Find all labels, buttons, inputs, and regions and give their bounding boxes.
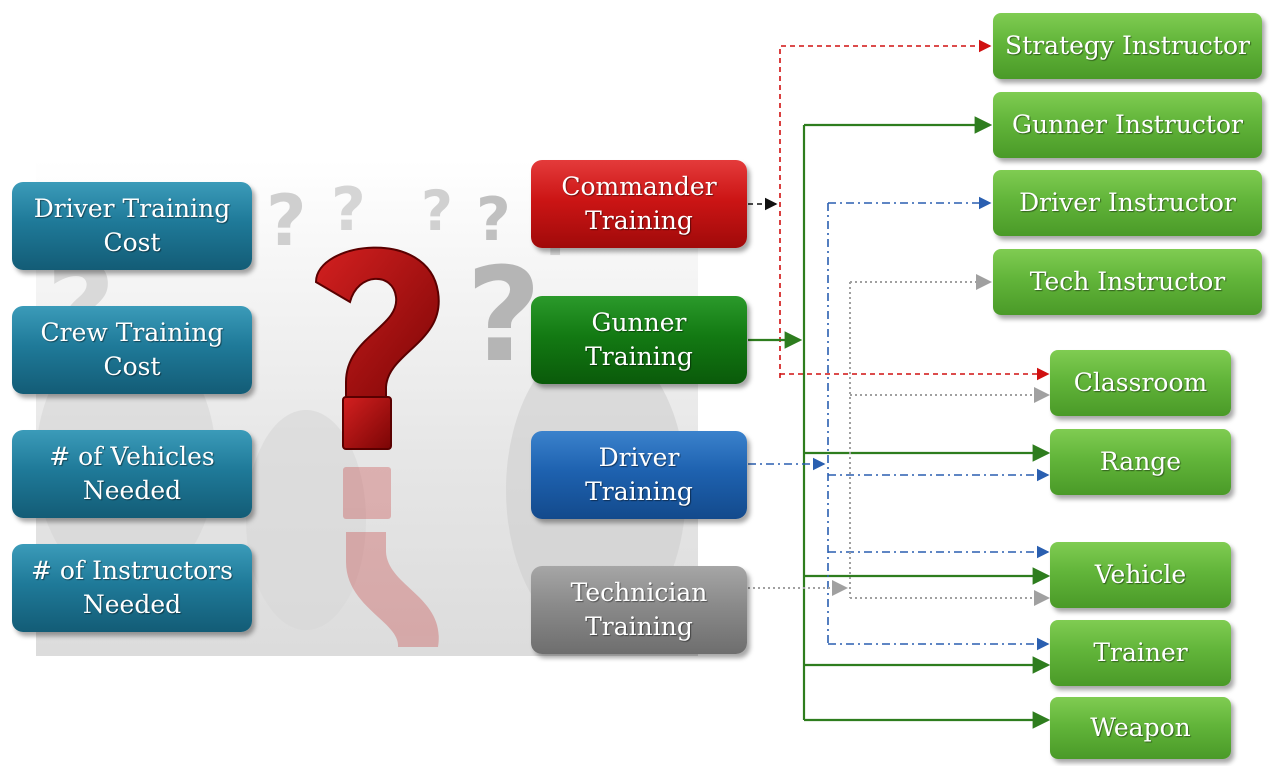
cost-box-instructors-needed: # of Instructors Needed [12, 544, 252, 632]
resource-weapon: Weapon [1050, 697, 1231, 759]
technician-training-box: Technician Training [531, 566, 747, 654]
training-box-line2: Training [585, 612, 693, 641]
resource-label: Gunner Instructor [1012, 110, 1243, 139]
resource-classroom: Classroom [1050, 350, 1231, 416]
cost-box-line1: Driver Training [33, 194, 231, 223]
resource-label: Tech Instructor [1029, 267, 1226, 296]
commander-to-strategy-line [779, 39, 992, 378]
cost-box-crew-training: Crew Training Cost [12, 306, 252, 394]
training-box-line2: Training [585, 342, 693, 371]
cost-box-line2: Cost [103, 352, 161, 381]
resource-strategy-instructor: Strategy Instructor [993, 13, 1262, 79]
cost-box-driver-training: Driver Training Cost [12, 182, 252, 270]
training-box-line2: Training [585, 206, 693, 235]
cost-box-line2: Cost [103, 228, 161, 257]
svg-text:?: ? [331, 175, 366, 245]
commander-training-box: Commander Training [531, 160, 747, 248]
cost-box-line2: Needed [82, 590, 182, 619]
cost-box-line2: Needed [82, 476, 182, 505]
cost-box-line1: # of Instructors [31, 556, 233, 585]
cost-box-vehicles-needed: # of Vehicles Needed [12, 430, 252, 518]
svg-text:?: ? [476, 185, 511, 255]
svg-text:?: ? [466, 239, 541, 391]
resource-label: Weapon [1090, 713, 1191, 742]
resource-tech-instructor: Tech Instructor [993, 249, 1262, 315]
resource-label: Driver Instructor [1019, 188, 1236, 217]
resource-label: Classroom [1073, 368, 1208, 397]
resource-gunner-instructor: Gunner Instructor [993, 92, 1262, 158]
training-box-line1: Technician [570, 578, 708, 607]
cost-box-line1: Crew Training [40, 318, 224, 347]
training-box-line1: Commander [561, 172, 717, 201]
gunner-training-box: Gunner Training [531, 296, 747, 384]
resource-label: Trainer [1093, 638, 1188, 667]
driver-training-box: Driver Training [531, 431, 747, 519]
resource-label: Strategy Instructor [1005, 31, 1250, 60]
resource-trainer: Trainer [1050, 620, 1231, 686]
svg-text:?: ? [266, 180, 307, 262]
resource-label: Vehicle [1094, 560, 1187, 589]
cost-box-line1: # of Vehicles [49, 442, 215, 471]
resource-label: Range [1099, 447, 1182, 476]
resource-range: Range [1050, 429, 1231, 495]
training-box-line2: Training [585, 477, 693, 506]
svg-text:?: ? [421, 179, 453, 243]
training-box-line1: Driver [598, 443, 680, 472]
resource-vehicle: Vehicle [1050, 542, 1231, 608]
training-box-line1: Gunner [591, 308, 687, 337]
red-question-mark-icon [314, 246, 440, 647]
resource-driver-instructor: Driver Instructor [993, 170, 1262, 236]
